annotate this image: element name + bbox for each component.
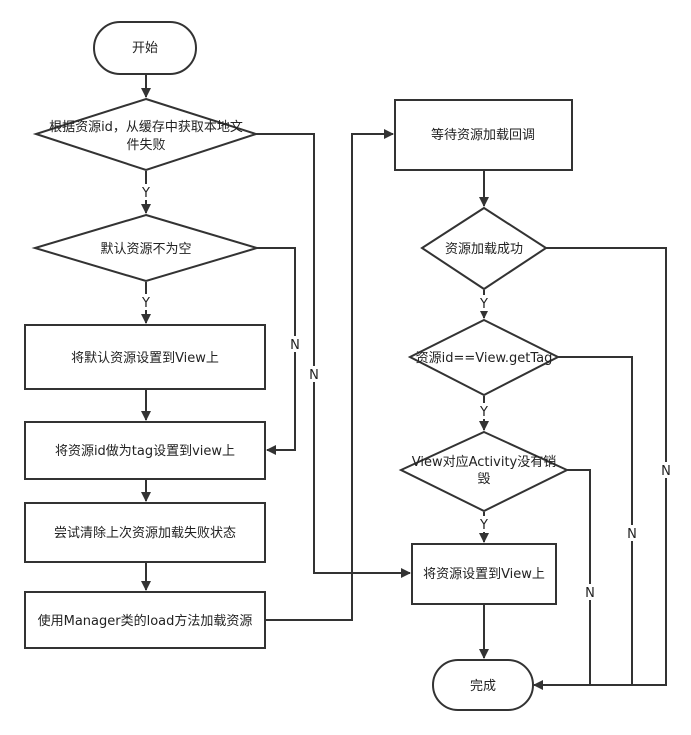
- label-notdestroyed-no: N: [585, 586, 595, 601]
- label-notdestroyed-yes: Y: [479, 518, 488, 533]
- node-default-empty: 默认资源不为空: [31, 213, 261, 283]
- node-done-label: 完成: [470, 679, 496, 694]
- edge-load-to-wait: [266, 129, 394, 621]
- node-load: 使用Manager类的load方法加载资源: [24, 591, 266, 649]
- edge-check-no-to-setview: [256, 133, 411, 578]
- node-not-destroyed-label-line2: 毁: [477, 472, 490, 487]
- node-not-destroyed-label-line1: View对应Activity没有销: [412, 454, 556, 470]
- label-check-yes: Y: [141, 186, 150, 201]
- node-check-cache-label-line2: 件失败: [126, 138, 165, 153]
- edge-notdestroyed-no-to-done: [567, 469, 591, 685]
- node-set-tag: 将资源id做为tag设置到view上: [24, 421, 266, 480]
- edge-tageq-no-to-done: [558, 356, 633, 685]
- label-check-no: N: [309, 368, 319, 383]
- node-wait: 等待资源加载回调: [394, 99, 573, 171]
- node-load-label: 使用Manager类的load方法加载资源: [38, 613, 253, 629]
- node-check-cache-label-line1: 根据资源id，从缓存中获取本地文: [49, 120, 243, 135]
- label-loadok-no: N: [661, 464, 671, 479]
- node-clear-fail-label: 尝试清除上次资源加载失败状态: [54, 525, 236, 541]
- node-default-empty-label: 默认资源不为空: [100, 241, 191, 257]
- node-set-default-label: 将默认资源设置到View上: [71, 350, 219, 366]
- node-set-tag-label: 将资源id做为tag设置到view上: [55, 444, 235, 459]
- node-set-default: 将默认资源设置到View上: [24, 324, 266, 390]
- node-wait-label: 等待资源加载回调: [431, 127, 535, 143]
- node-load-ok-label: 资源加载成功: [445, 242, 523, 257]
- node-start: 开始: [93, 21, 197, 75]
- label-tageq-no: N: [627, 527, 637, 542]
- label-default-no: N: [290, 338, 300, 353]
- node-tag-eq-label: 资源id==View.getTag: [416, 351, 553, 366]
- node-done: 完成: [432, 659, 534, 711]
- node-start-label: 开始: [132, 41, 158, 56]
- label-default-yes: Y: [141, 296, 150, 311]
- node-not-destroyed: View对应Activity没有销 毁: [398, 430, 570, 513]
- edge-labels: Y Y N N Y Y Y N N N: [139, 184, 673, 601]
- label-tageq-yes: Y: [479, 405, 488, 420]
- node-clear-fail: 尝试清除上次资源加载失败状态: [24, 502, 266, 563]
- label-loadok-yes: Y: [479, 297, 488, 312]
- node-set-view: 将资源设置到View上: [411, 543, 557, 605]
- node-check-cache: 根据资源id，从缓存中获取本地文 件失败: [32, 97, 260, 172]
- node-set-view-label: 将资源设置到View上: [423, 567, 545, 582]
- node-tag-eq: 资源id==View.getTag: [407, 318, 561, 397]
- node-load-ok: 资源加载成功: [420, 206, 548, 291]
